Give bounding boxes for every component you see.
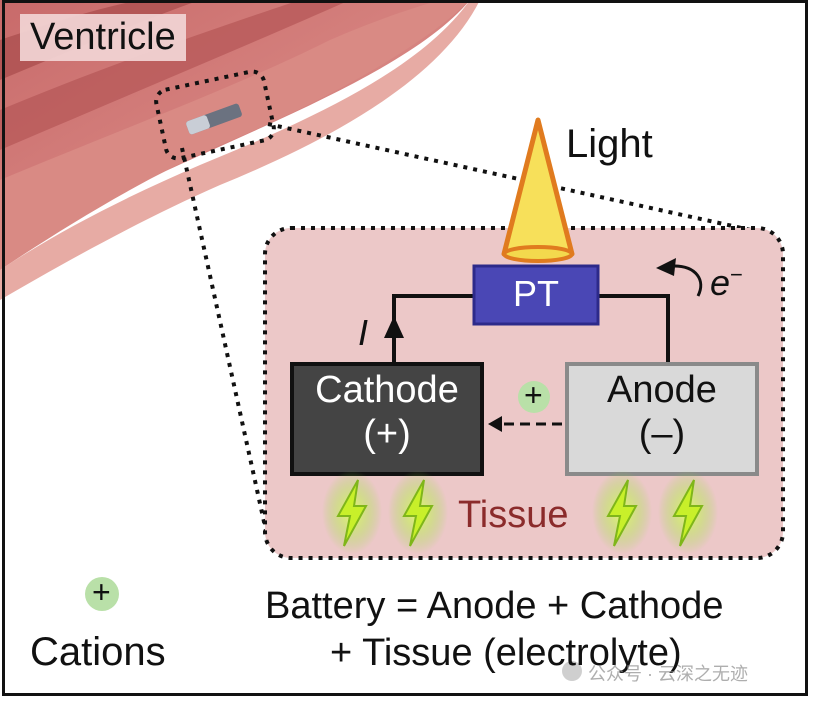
pt-label: PT [512, 273, 559, 314]
anode-label: Anode (–) [607, 369, 717, 455]
current-arrow [384, 316, 404, 338]
zoom-lines [154, 69, 761, 541]
pt-box [472, 264, 600, 326]
heart-tissue [0, 0, 480, 300]
battery-formula-line1: Battery = Anode + Cathode [265, 585, 724, 627]
cations-label: Cations [30, 630, 166, 674]
current-label: I [358, 312, 369, 353]
cation-arrow [488, 416, 562, 432]
cathode-label: Cathode (+) [315, 369, 459, 455]
cathode-box [290, 362, 484, 476]
implant-device [186, 103, 242, 135]
cation-legend-plus: + [92, 574, 111, 610]
tissue-label: Tissue [458, 494, 569, 536]
light-cone [501, 117, 575, 263]
circuit-wires [392, 294, 670, 364]
battery-formula-line2: + Tissue (electrolyte) [330, 632, 682, 674]
anode-box [565, 362, 759, 476]
ventricle-label: Ventricle [20, 14, 186, 61]
electron-label: e− [710, 262, 743, 303]
cation-plus-sign: + [524, 377, 543, 413]
watermark-icon [562, 661, 582, 681]
cation-circle [518, 381, 550, 413]
electron-arrow [673, 264, 703, 297]
watermark-text: 公众号 · 云深之无迹 [588, 664, 748, 684]
lightning-bolts [322, 470, 718, 554]
light-label: Light [566, 122, 653, 166]
cation-legend-circle [85, 577, 119, 611]
